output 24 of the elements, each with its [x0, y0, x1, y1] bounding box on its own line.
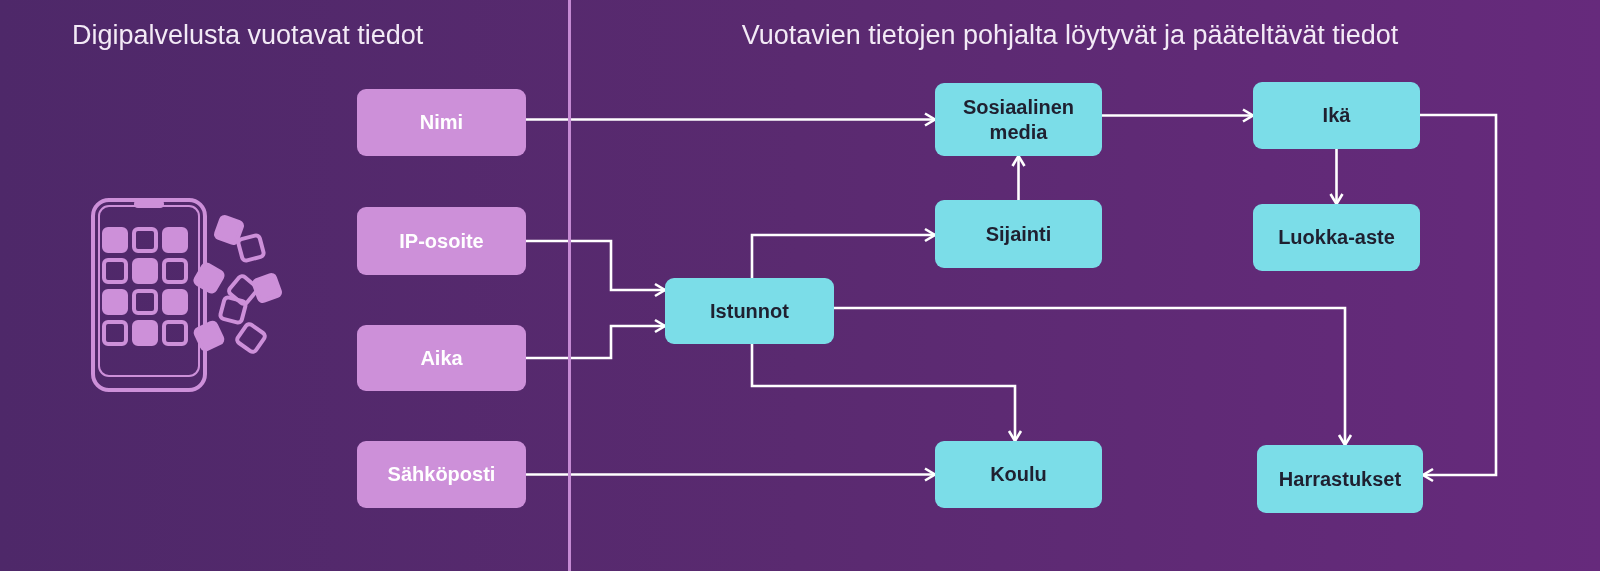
data-box: Koulu	[935, 441, 1102, 508]
arrow	[526, 239, 667, 298]
data-box: Nimi	[357, 89, 526, 156]
data-box: IP-osoite	[357, 207, 526, 275]
data-box: Istunnot	[665, 278, 834, 344]
data-box: Ikä	[1253, 82, 1420, 149]
arrow	[526, 467, 937, 482]
arrow	[526, 112, 937, 127]
arrow	[1329, 149, 1344, 206]
data-box: Sosiaalinen media	[935, 83, 1102, 156]
data-box: Aika	[357, 325, 526, 391]
data-box: Sijainti	[935, 200, 1102, 268]
arrow	[750, 227, 937, 278]
arrow	[834, 306, 1353, 447]
arrow	[1420, 113, 1498, 483]
data-box: Sähköposti	[357, 441, 526, 508]
arrow	[1102, 108, 1255, 123]
data-box: Luokka-aste	[1253, 204, 1420, 271]
arrow	[1011, 154, 1026, 200]
arrow	[750, 344, 1023, 443]
data-box: Harrastukset	[1257, 445, 1423, 513]
arrow	[526, 318, 667, 360]
section-heading: Vuotavien tietojen pohjalta löytyvät ja pääteltävät tiedot	[740, 20, 1400, 51]
section-heading: Digipalvelusta vuotavat tiedot	[72, 20, 425, 51]
